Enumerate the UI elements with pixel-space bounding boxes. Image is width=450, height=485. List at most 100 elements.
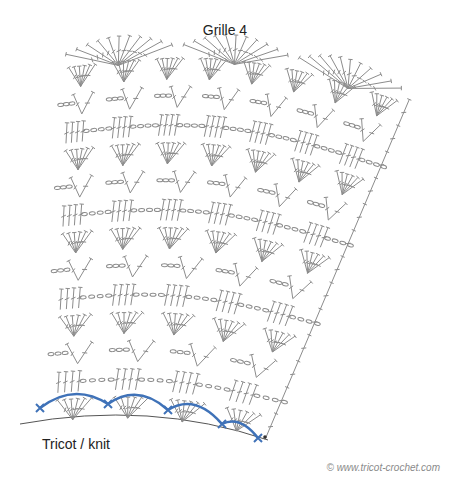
- dc-stitch: [255, 153, 269, 172]
- stitch-top: [345, 174, 349, 175]
- dc-stitch: [267, 213, 273, 233]
- stitch-top: [246, 148, 250, 149]
- stitch-bar: [70, 381, 75, 383]
- sc-cross: [36, 404, 44, 412]
- chart-title: Grille 4: [203, 22, 247, 38]
- dc-stitch: [230, 178, 245, 197]
- stitch-bar: [136, 407, 141, 408]
- dc-stitch: [82, 92, 93, 114]
- stitch-top: [277, 214, 281, 215]
- stitch-top: [69, 177, 73, 179]
- stitch-bar: [176, 180, 180, 184]
- dc-stitch: [304, 223, 311, 243]
- dc-stitch: [74, 314, 91, 336]
- stitch-top: [160, 114, 164, 116]
- stitch-bar: [244, 393, 249, 395]
- dc-stitch: [276, 184, 280, 207]
- chain-stitch: [130, 125, 136, 129]
- stitch-bar: [233, 49, 238, 51]
- dc-stitch: [223, 323, 238, 342]
- dc-stitch: [180, 257, 186, 279]
- stitch-bar: [301, 82, 306, 84]
- stitch-bar: [204, 126, 209, 127]
- stitch-bar: [300, 289, 305, 291]
- stitch-top: [70, 315, 74, 316]
- stitch-top: [76, 314, 80, 316]
- stitch-top: [232, 292, 236, 293]
- stitch-bar: [181, 324, 186, 325]
- dc-stitch: [81, 64, 96, 86]
- chain-stitch: [139, 208, 145, 211]
- stitch-top: [220, 290, 224, 291]
- dc-stitch: [206, 59, 210, 80]
- stitch-top: [186, 227, 189, 230]
- chain-scallop: [108, 395, 168, 410]
- chain-stitch: [117, 96, 123, 100]
- stitch-bar: [350, 186, 355, 188]
- chain-stitch: [91, 128, 97, 132]
- chain-stitch: [137, 124, 143, 128]
- stitch-bar: [192, 268, 197, 270]
- stitch-top: [89, 313, 92, 316]
- dc-stitch: [191, 344, 198, 366]
- dc-stitch: [387, 126, 398, 152]
- stitch-bar: [83, 186, 88, 187]
- stitch-bar: [82, 352, 87, 353]
- dc-stitch: [332, 257, 343, 283]
- dc-stitch: [330, 56, 348, 89]
- stitch-top: [58, 316, 62, 319]
- chain-stitch: [244, 361, 251, 365]
- stitch-top: [308, 55, 311, 58]
- dc-stitch: [209, 59, 221, 79]
- stitch-top: [269, 241, 273, 243]
- stitch-bar: [285, 197, 290, 198]
- chain-stitch: [282, 282, 289, 287]
- dc-stitch: [254, 238, 262, 261]
- chain-stitch: [332, 238, 339, 243]
- stitch-bar: [373, 86, 375, 90]
- stitch-top: [407, 99, 411, 101]
- chain-stitch: [158, 293, 164, 296]
- stitch-top: [255, 38, 258, 41]
- sc-cross: [218, 420, 226, 428]
- dc-stitch: [265, 414, 276, 440]
- chain-stitch: [213, 181, 219, 185]
- stitch-bar: [214, 50, 215, 55]
- stitch-bar: [290, 374, 295, 375]
- dc-stitch: [215, 117, 220, 138]
- stitch-bar: [63, 381, 68, 383]
- chain-stitch: [116, 348, 122, 351]
- stitch-top: [263, 240, 267, 242]
- stitch-bar: [181, 266, 185, 270]
- stitch-top: [206, 115, 210, 117]
- dc-stitch: [160, 199, 164, 220]
- dc-stitch: [253, 150, 255, 172]
- dc-stitch: [235, 264, 240, 287]
- chain-stitch: [169, 179, 175, 182]
- stitch-bar: [172, 68, 177, 70]
- stitch-top: [275, 331, 279, 333]
- stitch-top: [122, 256, 126, 258]
- stitch-top: [129, 116, 133, 118]
- dc-stitch: [308, 258, 330, 274]
- stitch-top: [155, 58, 159, 60]
- dc-stitch: [265, 329, 273, 352]
- stitch-top: [183, 43, 185, 47]
- stitch-top: [64, 316, 68, 318]
- stitch-bar: [68, 241, 70, 245]
- stitch-top: [93, 63, 97, 65]
- stitch-bar: [56, 381, 61, 383]
- chain-stitch: [69, 102, 75, 106]
- sc-cross: [104, 400, 112, 408]
- dc-stitch: [171, 285, 175, 306]
- dc-stitch: [267, 94, 271, 116]
- dc-stitch: [174, 316, 194, 335]
- stitch-top: [120, 144, 124, 145]
- chain-stitch: [236, 215, 242, 219]
- dc-stitch: [74, 315, 85, 336]
- chain-stitch: [177, 124, 183, 127]
- dc-stitch: [328, 203, 346, 220]
- stitch-top: [285, 304, 289, 306]
- dc-stitch: [248, 149, 256, 172]
- stitch-bar: [250, 131, 255, 132]
